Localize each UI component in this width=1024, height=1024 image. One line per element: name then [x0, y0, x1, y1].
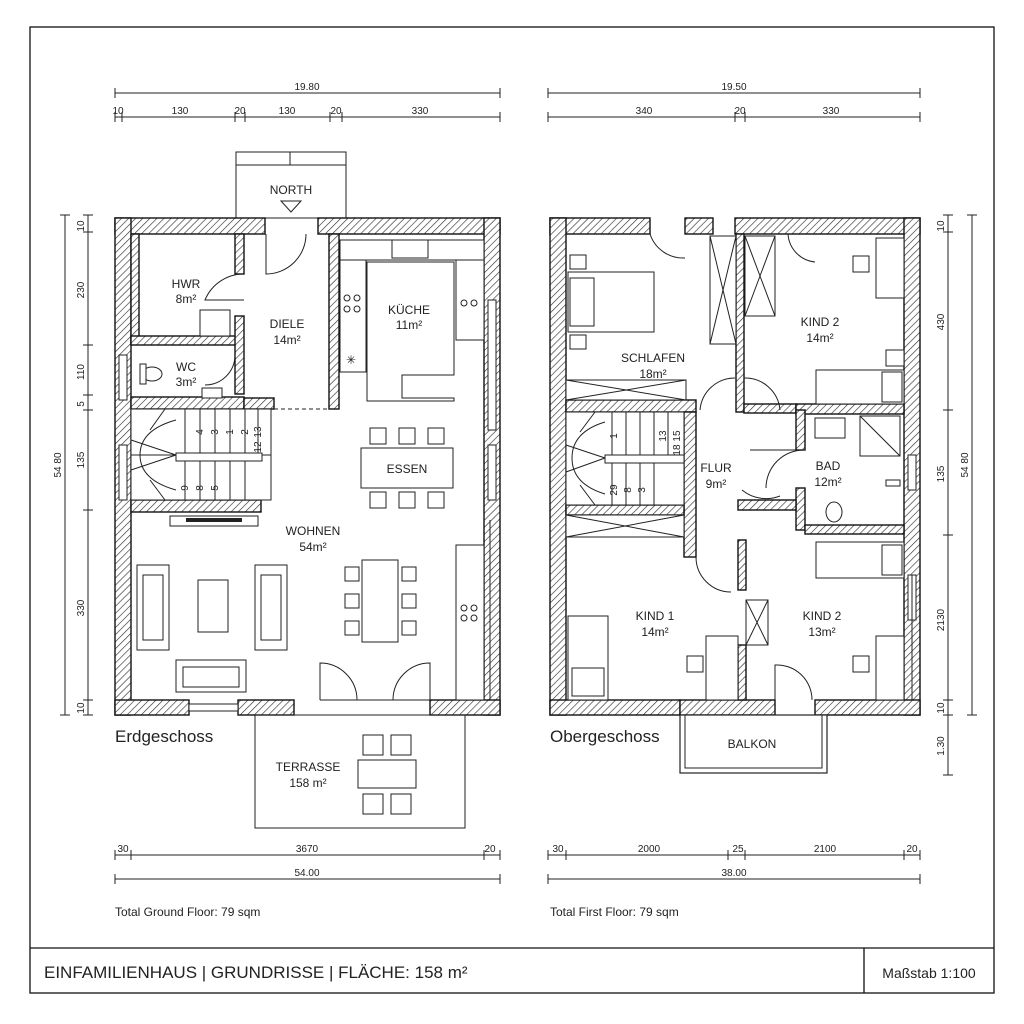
svg-text:5: 5 — [210, 485, 221, 491]
ff-dim-bottom-seg: 20 — [906, 844, 918, 855]
gf-dim-left-seg: 10 — [76, 220, 87, 232]
room-hwr-area: 8m² — [176, 292, 197, 306]
ff-stairs: 1 13 15 18 29 8 3 — [565, 411, 685, 506]
room-flur-area: 9m² — [706, 477, 727, 491]
gf-dim-top-seg: 130 — [279, 106, 296, 117]
room-schlafen-area: 18m² — [639, 367, 666, 381]
room-terrasse-area: 158 m² — [289, 776, 326, 790]
svg-text:3: 3 — [210, 429, 221, 435]
svg-text:12: 12 — [253, 441, 264, 453]
first-floor-plan: 19.50 340 20 330 54 80 10 430 135 2130 1… — [547, 82, 977, 919]
svg-text:1: 1 — [225, 429, 236, 435]
room-bad-area: 12m² — [814, 475, 841, 489]
room-kind1-name: KIND 1 — [636, 609, 675, 623]
room-balkon-name: BALKON — [728, 737, 777, 751]
room-hwr-name: HWR — [172, 277, 201, 291]
ff-dim-right-seg: 2130 — [936, 608, 947, 631]
room-diele-name: DIELE — [270, 317, 305, 331]
ff-dim-top-seg: 340 — [636, 106, 653, 117]
first-floor-total: Total First Floor: 79 sqm — [550, 905, 679, 919]
svg-text:3: 3 — [637, 487, 648, 493]
ff-dim-bottom-seg: 2100 — [814, 844, 837, 855]
gf-dim-left-seg: 5 — [76, 401, 87, 407]
room-terrasse-name: TERRASSE — [276, 760, 341, 774]
room-wohnen-name: WOHNEN — [286, 524, 341, 538]
gf-dim-top-seg: 10 — [112, 106, 124, 117]
title-block-scale: Maßstab 1:100 — [882, 965, 976, 981]
room-flur-name: FLUR — [700, 461, 732, 475]
room-kind1-area: 14m² — [641, 625, 668, 639]
terrasse-area — [254, 714, 466, 829]
gf-dim-bottom-seg: 30 — [117, 844, 129, 855]
ff-dim-right-seg: 10 — [936, 220, 947, 232]
ground-floor-plan: 19.80 10 130 20 130 20 330 54 80 10 230 … — [53, 82, 501, 919]
north-label: NORTH — [270, 183, 312, 197]
gf-dim-left-total: 54 80 — [53, 452, 64, 477]
ground-floor-title: Erdgeschoss — [115, 727, 213, 746]
room-kind2-bottom-name: KIND 2 — [803, 609, 842, 623]
balkon-area — [679, 714, 828, 774]
gf-dim-bottom-seg: 20 — [484, 844, 496, 855]
ff-dim-top-total: 19.50 — [721, 82, 746, 93]
svg-text:18: 18 — [672, 444, 683, 456]
svg-text:9: 9 — [180, 485, 191, 491]
room-essen-name: ESSEN — [387, 462, 428, 476]
ff-dim-right-seg: 1.30 — [936, 736, 947, 756]
ff-dim-bottom-seg: 30 — [552, 844, 564, 855]
room-bad-name: BAD — [816, 459, 841, 473]
first-floor-title: Obergeschoss — [550, 727, 660, 746]
room-kueche-name: KÜCHE — [388, 303, 430, 317]
svg-text:8: 8 — [623, 487, 634, 493]
north-arrow-icon — [279, 200, 303, 213]
gf-dim-left-seg: 135 — [76, 451, 87, 468]
ff-dim-bottom-total: 38.00 — [721, 868, 746, 879]
gf-dim-bottom-total: 54.00 — [294, 868, 319, 879]
gf-dim-left-seg: 330 — [76, 599, 87, 616]
room-wohnen-area: 54m² — [299, 540, 326, 554]
room-wc-name: WC — [176, 360, 196, 374]
sheet-border — [29, 26, 995, 994]
ff-dim-bottom-seg: 25 — [732, 844, 744, 855]
gf-dim-left-seg: 230 — [76, 281, 87, 298]
gf-dim-top-total: 19.80 — [294, 82, 319, 93]
svg-text:13: 13 — [658, 430, 669, 442]
gf-dim-top-seg: 20 — [330, 106, 342, 117]
room-wc-area: 3m² — [176, 375, 197, 389]
ff-dim-right-seg: 10 — [936, 702, 947, 714]
svg-text:29: 29 — [609, 484, 620, 496]
svg-text:13: 13 — [253, 426, 264, 438]
gf-dim-top-seg: 330 — [412, 106, 429, 117]
gf-dim-top-seg: 20 — [234, 106, 246, 117]
room-kind2-top-area: 14m² — [806, 331, 833, 345]
room-diele-area: 14m² — [273, 333, 300, 347]
entrance-canopy — [235, 151, 347, 219]
gf-stairs: 1 2 3 4 13 12 9 8 5 — [130, 408, 272, 501]
ff-dim-right-seg: 430 — [936, 313, 947, 330]
room-schlafen-name: SCHLAFEN — [621, 351, 685, 365]
gf-dim-bottom-seg: 3670 — [296, 844, 319, 855]
gf-dim-left-seg: 10 — [76, 702, 87, 714]
ff-dim-right-seg: 135 — [936, 465, 947, 482]
svg-text:8: 8 — [195, 485, 206, 491]
svg-text:15: 15 — [672, 430, 683, 442]
svg-text:2: 2 — [240, 429, 251, 435]
svg-text:4: 4 — [195, 429, 206, 435]
title-block-title: EINFAMILIENHAUS | GRUNDRISSE | FLÄCHE: 1… — [44, 963, 468, 982]
svg-text:1: 1 — [609, 433, 620, 439]
svg-text:✳: ✳ — [346, 353, 356, 367]
room-kueche-area: 11m² — [396, 318, 422, 332]
gf-dim-left-seg: 110 — [76, 364, 87, 380]
ff-dim-right-total: 54 80 — [960, 452, 971, 477]
ff-dim-top-seg: 330 — [823, 106, 840, 117]
ff-dim-bottom-seg: 2000 — [638, 844, 661, 855]
gf-dim-top-seg: 130 — [172, 106, 189, 117]
room-kind2-top-name: KIND 2 — [801, 315, 840, 329]
room-kind2-bottom-area: 13m² — [808, 625, 835, 639]
ff-dim-top-seg: 20 — [734, 106, 746, 117]
ground-floor-total: Total Ground Floor: 79 sqm — [115, 905, 260, 919]
